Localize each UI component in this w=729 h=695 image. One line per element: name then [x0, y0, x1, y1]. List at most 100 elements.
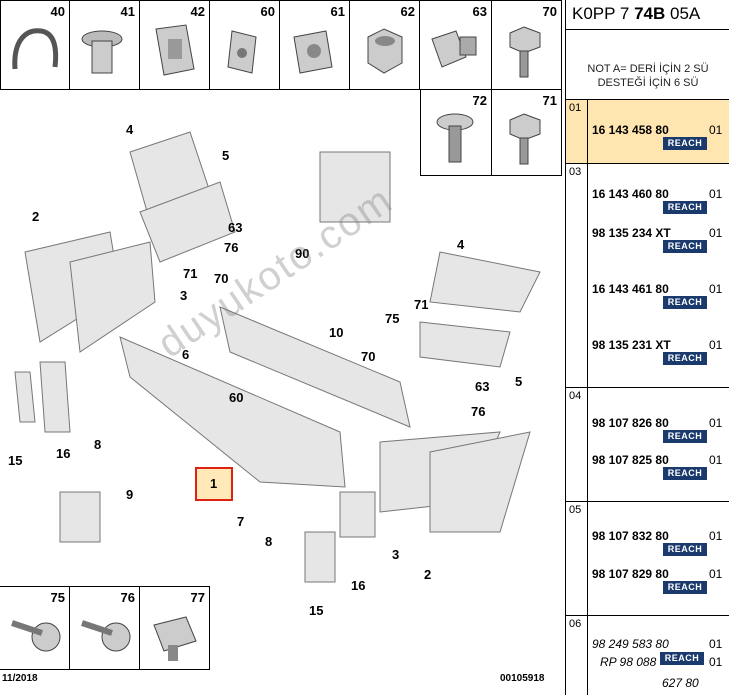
- callout[interactable]: 63: [228, 220, 243, 235]
- cell-75[interactable]: 75: [0, 586, 70, 670]
- callout[interactable]: 8: [265, 534, 273, 549]
- bracket-clip-icon: [153, 616, 197, 661]
- note-line-1: NOT A= DERİ İÇİN 2 SÜ: [587, 63, 709, 75]
- callout[interactable]: 10: [329, 325, 344, 340]
- quantity: 01: [709, 187, 723, 201]
- reach-badge: REACH: [663, 201, 707, 214]
- callout-selected[interactable]: 1: [210, 476, 218, 491]
- callout[interactable]: 7: [237, 514, 245, 529]
- quantity: 01: [709, 338, 723, 352]
- part-number: 98 135 231 XT: [592, 338, 671, 352]
- cell-63[interactable]: 63: [420, 0, 492, 90]
- callout[interactable]: 15: [309, 603, 324, 618]
- part-row[interactable]: 98 107 832 80 01 REACH: [588, 516, 729, 556]
- callout[interactable]: 16: [56, 446, 71, 461]
- callout[interactable]: 15: [8, 453, 23, 468]
- reach-badge: REACH: [663, 430, 707, 443]
- cell-71[interactable]: 71: [492, 90, 562, 176]
- group-number: 01: [566, 100, 588, 163]
- quantity: 01: [709, 123, 723, 137]
- part-number: 98 249 583 80: [592, 637, 669, 651]
- group-01[interactable]: 01 16 143 458 80 01 REACH: [566, 100, 729, 164]
- cell-number: 72: [472, 93, 487, 108]
- cell-42[interactable]: 42: [140, 0, 210, 90]
- cell-number: 75: [50, 590, 65, 605]
- group-number: 03: [566, 164, 588, 387]
- cell-41[interactable]: 41: [70, 0, 140, 90]
- selected-part-highlight[interactable]: [195, 467, 233, 501]
- reach-badge: REACH: [663, 543, 707, 556]
- part-number: 98 107 829 80: [592, 567, 669, 581]
- callout[interactable]: 16: [351, 578, 366, 593]
- quantity: 01: [709, 453, 723, 467]
- callout[interactable]: 2: [32, 209, 40, 224]
- reach-badge: REACH: [663, 581, 707, 594]
- quantity: 01: [709, 416, 723, 430]
- cell-70[interactable]: 70: [492, 0, 562, 90]
- group-number: 06: [566, 616, 588, 695]
- quantity: 01: [709, 567, 723, 581]
- part-row[interactable]: 98 135 231 XT 01 REACH: [588, 325, 729, 365]
- cell-76[interactable]: 76: [70, 586, 140, 670]
- cell-77[interactable]: 77: [140, 586, 210, 670]
- quantity: 01: [709, 282, 723, 296]
- cell-number: 77: [190, 590, 205, 605]
- clip-nut-icon: [227, 30, 257, 74]
- callout[interactable]: 75: [385, 311, 400, 326]
- push-rivet-icon: [81, 30, 123, 74]
- reach-badge: REACH: [663, 467, 707, 480]
- callout[interactable]: 60: [229, 390, 244, 405]
- callout[interactable]: 63: [475, 379, 490, 394]
- reach-badge: REACH: [663, 137, 707, 150]
- cell-61[interactable]: 61: [280, 0, 350, 90]
- callout[interactable]: 76: [224, 240, 239, 255]
- cell-number: 40: [50, 4, 65, 19]
- callout[interactable]: 3: [392, 547, 400, 562]
- quantity: 01: [709, 637, 723, 651]
- callout[interactable]: 5: [222, 148, 230, 163]
- callout[interactable]: 90: [295, 246, 310, 261]
- part-row[interactable]: 16 143 461 80 01 REACH: [588, 269, 729, 309]
- cell-40[interactable]: 40: [0, 0, 70, 90]
- cell-72[interactable]: 72: [420, 90, 492, 176]
- callout[interactable]: 71: [414, 297, 429, 312]
- callout[interactable]: 8: [94, 437, 102, 452]
- reach-badge: REACH: [663, 296, 707, 309]
- callout[interactable]: 2: [424, 567, 432, 582]
- cell-60[interactable]: 60: [210, 0, 280, 90]
- note-box: NOT A= DERİ İÇİN 2 SÜ DESTEĞİ İÇİN 6 SÜ: [566, 30, 729, 100]
- callout[interactable]: 9: [126, 487, 134, 502]
- part-number: 98 107 832 80: [592, 529, 669, 543]
- callout[interactable]: 70: [214, 271, 229, 286]
- part-row[interactable]: 98 107 829 80 01 REACH: [588, 554, 729, 594]
- part-number-continuation: 627 80: [662, 676, 699, 690]
- callout[interactable]: 6: [182, 347, 190, 362]
- part-number: 16 143 458 80: [592, 123, 669, 137]
- footer-date: 11/2018: [2, 673, 38, 684]
- callout[interactable]: 4: [126, 122, 134, 137]
- callout[interactable]: 71: [183, 266, 198, 281]
- part-row[interactable]: 16 143 460 80 01 REACH: [588, 174, 729, 214]
- part-row[interactable]: 98 135 234 XT 01 REACH: [588, 213, 729, 253]
- screw-icon: [436, 113, 474, 163]
- callout[interactable]: 5: [515, 374, 523, 389]
- part-number: 98 107 825 80: [592, 453, 669, 467]
- part-row[interactable]: 98 107 825 80 01 REACH: [588, 440, 729, 480]
- callout[interactable]: 3: [180, 288, 188, 303]
- part-row[interactable]: 16 143 458 80 01 REACH: [588, 110, 729, 150]
- part-row[interactable]: 98 107 826 80 01 REACH: [588, 403, 729, 443]
- quantity: 01: [709, 655, 723, 669]
- parts-diagram: 40 41 42 60 61 62 63 70: [0, 0, 562, 684]
- cell-62[interactable]: 62: [350, 0, 420, 90]
- group-number: 05: [566, 502, 588, 615]
- callout[interactable]: 76: [471, 404, 486, 419]
- part-row[interactable]: RP 98 088 01 REACH: [588, 642, 729, 678]
- part-row[interactable]: 98 249 583 80 01: [588, 624, 729, 660]
- callout[interactable]: 4: [457, 237, 465, 252]
- cell-number: 62: [400, 4, 415, 19]
- reach-badge: REACH: [663, 240, 707, 253]
- part-number: 16 143 461 80: [592, 282, 669, 296]
- header-prefix: K0PP 7: [572, 4, 630, 23]
- callout[interactable]: 70: [361, 349, 376, 364]
- footer-ref: 00105918: [500, 673, 545, 684]
